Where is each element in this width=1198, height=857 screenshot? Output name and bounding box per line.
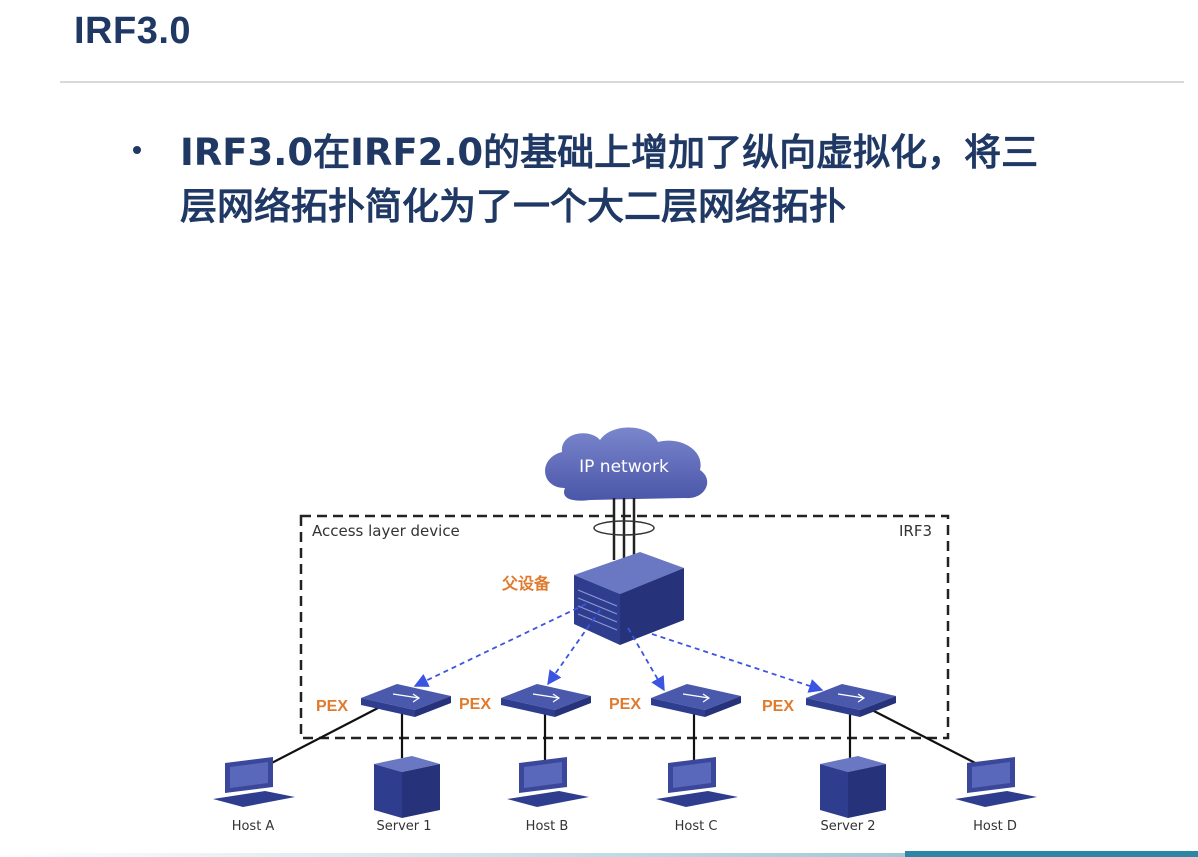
host-pc-icon-a [213, 757, 295, 807]
slide-title: IRF3.0 [74, 10, 192, 52]
access-links [261, 707, 986, 769]
bullet-line-2: 层网络拓扑简化为了一个大二层网络拓扑 [180, 185, 846, 228]
vertical-virtualization-links [413, 603, 824, 693]
endpoint-label-host-b: Host B [526, 819, 569, 834]
pex-label-1: PEX [316, 698, 348, 715]
endpoint-label-host-d: Host D [973, 819, 1017, 834]
host-pc-icon-c [656, 757, 738, 807]
host-pc-icon-d [955, 757, 1037, 807]
pex-label-3: PEX [609, 696, 641, 713]
pex-switch-icon-2 [501, 684, 591, 717]
bottom-decor-strip [0, 853, 1198, 857]
endpoint-label-host-a: Host A [232, 819, 275, 834]
pex-switch-icon-1 [361, 684, 451, 717]
bullet-text: IRF3.0在IRF2.0的基础上增加了纵向虚拟化，将三 层网络拓扑简化为了一个… [180, 126, 1140, 234]
pex-switch-icon-3 [651, 684, 741, 717]
server-icon-2 [820, 756, 886, 818]
link-aggregation-ellipse [593, 520, 655, 536]
bullet-marker [133, 146, 141, 154]
pex-switch-icon-4 [806, 684, 896, 717]
endpoint-label-host-c: Host C [675, 819, 718, 834]
title-divider [60, 81, 1184, 83]
bottom-decor-accent [905, 851, 1198, 857]
irf3-tag: IRF3 [899, 522, 932, 540]
server-icon-1 [374, 756, 440, 818]
parent-device-chassis-icon [574, 552, 684, 645]
pex-label-4: PEX [762, 698, 794, 715]
endpoint-label-server-2: Server 2 [820, 819, 875, 834]
host-pc-icon-b [507, 757, 589, 807]
cloud-label: IP network [579, 457, 669, 477]
bullet-line-1: IRF3.0在IRF2.0的基础上增加了纵向虚拟化，将三 [180, 131, 1039, 174]
irf3-dashed-box [299, 514, 950, 740]
ip-network-cloud [545, 427, 708, 501]
endpoint-label-server-1: Server 1 [376, 819, 431, 834]
access-layer-label: Access layer device [312, 522, 460, 540]
uplink-lines [593, 498, 655, 564]
pex-label-2: PEX [459, 696, 491, 713]
parent-device-label: 父设备 [501, 574, 551, 593]
